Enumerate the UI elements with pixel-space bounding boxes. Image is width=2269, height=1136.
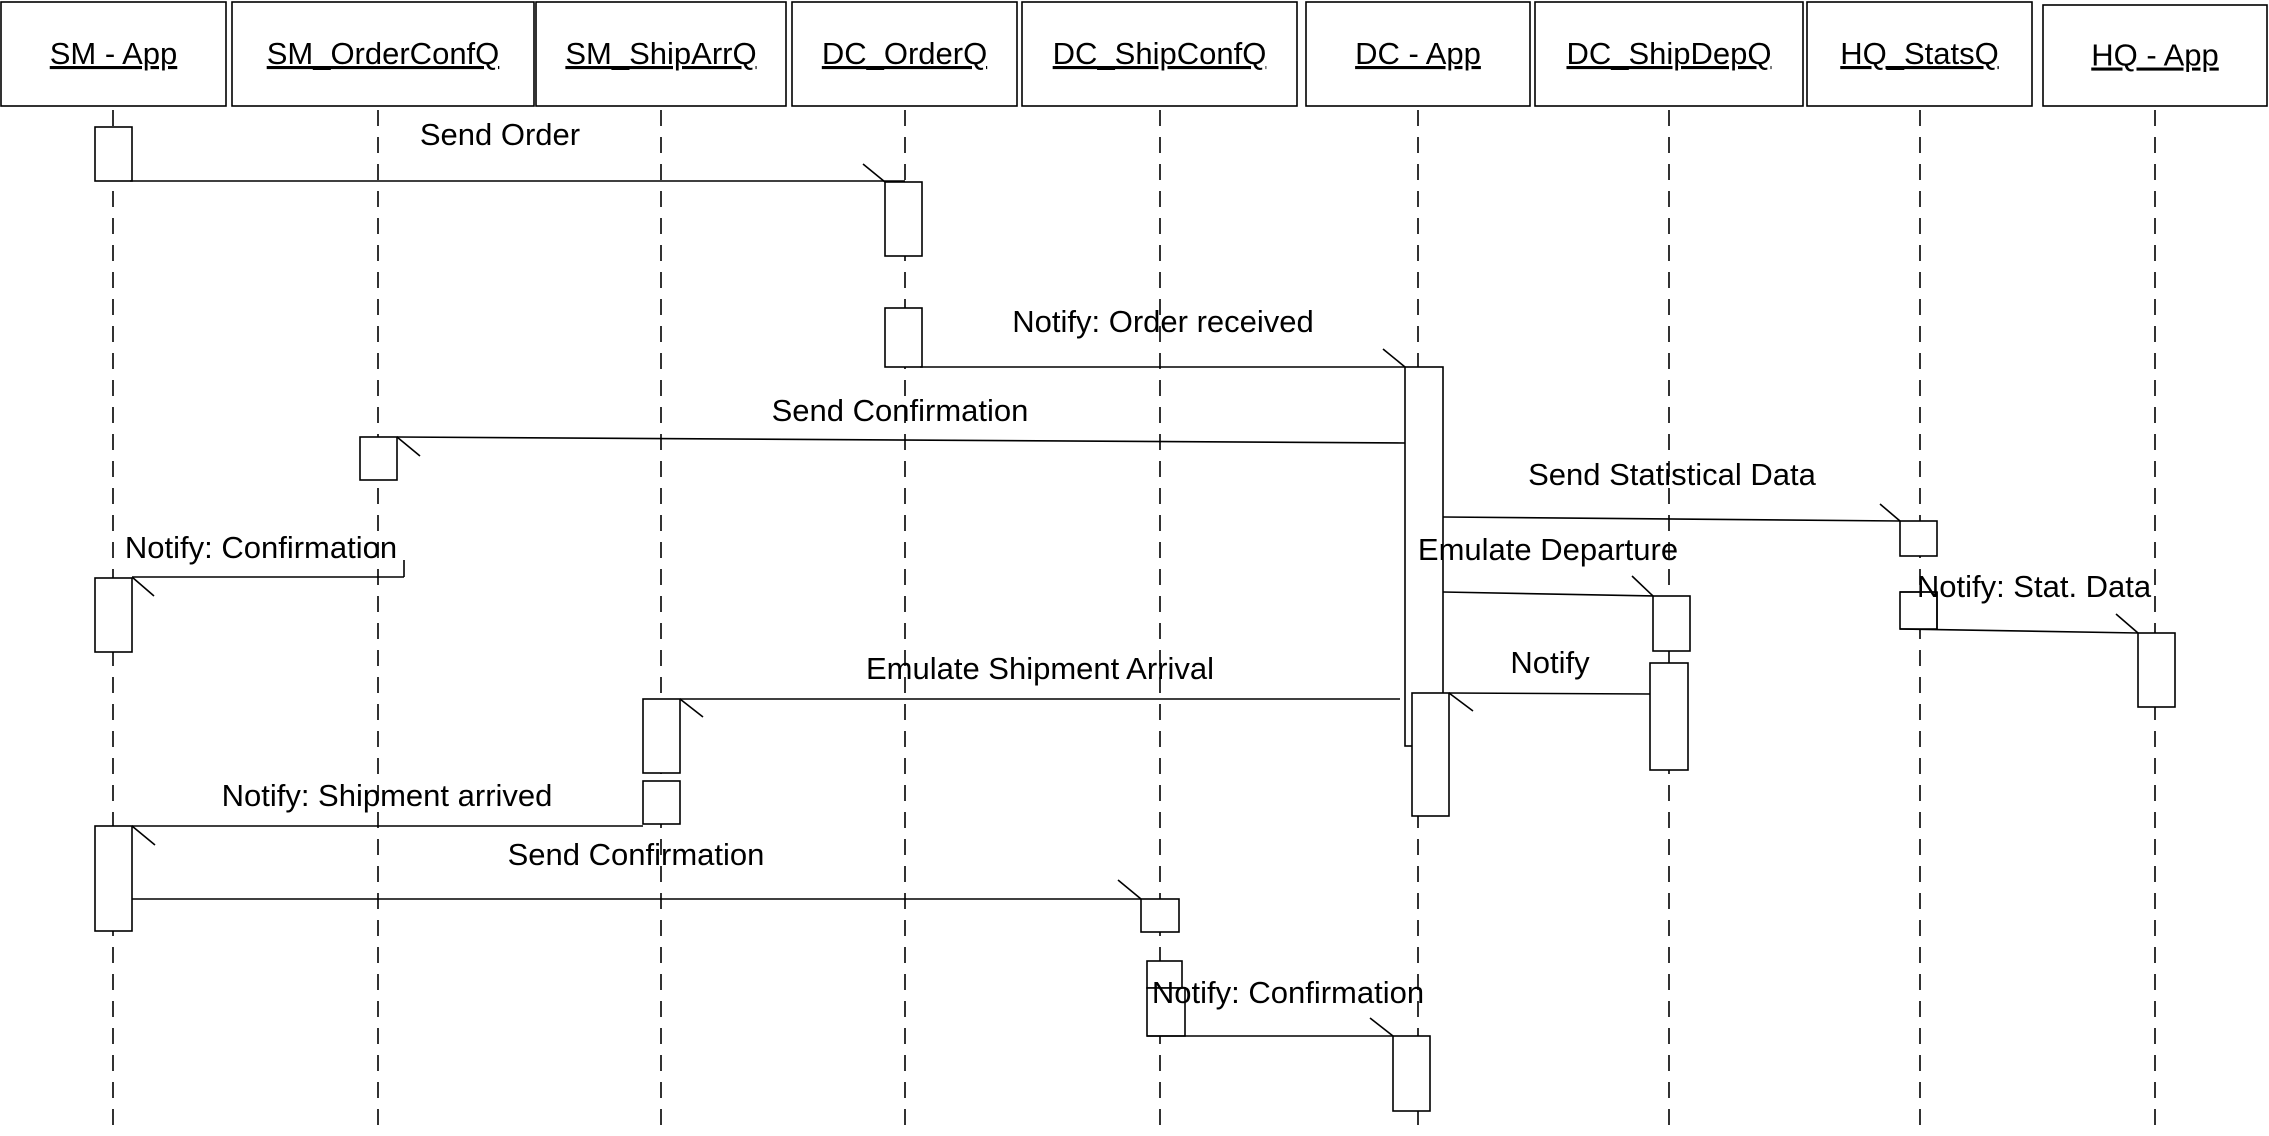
lifeline-head-label: HQ - App <box>2091 38 2219 73</box>
activation-box <box>884 307 923 368</box>
lifeline-head-dc_shipconfq: DC_ShipConfQ <box>1021 1 1298 107</box>
message-label: Send Order <box>420 117 580 152</box>
lifeline-head-box <box>1305 1 1531 107</box>
message-arrowhead <box>862 163 886 183</box>
lifeline-head-label: DC - App <box>1355 36 1481 71</box>
message-5: Notify: Confirmation <box>125 530 405 597</box>
lifeline-head-label: SM_OrderConfQ <box>267 36 500 71</box>
lifeline-head-sm_orderconfq: SM_OrderConfQ <box>231 1 535 107</box>
message-label: Send Confirmation <box>772 393 1029 428</box>
message-arrowhead <box>2115 613 2139 634</box>
activations-layer <box>94 126 2176 1112</box>
message-label: Notify: Confirmation <box>1152 975 1424 1010</box>
lifeline-head-dc_shipdepq: DC_ShipDepQ <box>1534 1 1804 107</box>
message-arrowhead <box>679 698 704 718</box>
message-line <box>1899 628 2139 634</box>
message-line <box>1442 591 1654 597</box>
lifeline-head-hq_app: HQ - App <box>2042 4 2268 107</box>
lifeline-head-sm_app: SM - App <box>0 1 227 107</box>
message-1: Send Order <box>130 117 905 183</box>
lifeline-heads-layer: SM - App SM_OrderConfQ SM_ShipArrQ DC_Order… <box>0 1 2268 107</box>
activation-box <box>1411 692 1450 817</box>
message-line <box>1448 692 1651 695</box>
message-4: Send Statistical Data <box>1442 457 1901 522</box>
lifeline-head-box <box>535 1 787 107</box>
activation-box <box>1392 1035 1431 1112</box>
message-line <box>1442 516 1901 522</box>
message-11: Send Confirmation <box>132 837 1142 900</box>
lifeline-head-box <box>2042 4 2268 107</box>
activation-box <box>94 126 133 182</box>
message-label: Notify <box>1510 645 1590 680</box>
activation-box <box>94 825 133 932</box>
message-arrowhead <box>1448 692 1474 712</box>
message-9: Notify <box>1448 645 1651 712</box>
message-arrowhead <box>1631 575 1654 597</box>
message-2: Notify: Order received <box>920 304 1406 368</box>
activation-box <box>94 577 133 653</box>
activation-box <box>1899 520 1938 557</box>
lifeline-head-box <box>231 1 535 107</box>
message-arrowhead <box>396 436 421 457</box>
message-label: Emulate Shipment Arrival <box>866 651 1214 686</box>
lifelines-layer <box>112 110 2156 1134</box>
message-line <box>396 436 1406 444</box>
lifeline-head-dc_orderq: DC_OrderQ <box>791 1 1018 107</box>
lifeline-head-box <box>791 1 1018 107</box>
message-12: Notify: Confirmation <box>1147 975 1424 1037</box>
lifeline-head-label: DC_OrderQ <box>822 36 987 71</box>
lifeline-head-label: DC_ShipConfQ <box>1053 36 1267 71</box>
lifeline-head-box <box>1021 1 1298 107</box>
lifeline-head-box <box>1806 1 2033 107</box>
activation-box <box>359 436 398 481</box>
lifeline-head-sm_shiparrq: SM_ShipArrQ <box>535 1 787 107</box>
activation-box <box>1140 898 1180 933</box>
lifeline-head-hq_statsq: HQ_StatsQ <box>1806 1 2033 107</box>
lifeline-head-box <box>1534 1 1804 107</box>
message-label: Send Confirmation <box>508 837 765 872</box>
activation-box <box>1404 366 1444 747</box>
message-8: Emulate Shipment Arrival <box>679 651 1400 718</box>
lifeline-head-box <box>0 1 227 107</box>
lifeline-head-dc_app: DC - App <box>1305 1 1531 107</box>
message-arrowhead <box>131 576 155 597</box>
message-6: Emulate Departure <box>1418 532 1678 597</box>
message-7: Notify: Stat. Data <box>1899 569 2152 634</box>
activation-box <box>2137 632 2176 708</box>
activation-box <box>1649 662 1689 771</box>
lifeline-head-label: HQ_StatsQ <box>1840 36 1999 71</box>
message-10: Notify: Shipment arrived <box>131 778 643 846</box>
message-arrowhead <box>1879 503 1901 522</box>
message-arrowhead <box>131 825 156 846</box>
message-3: Send Confirmation <box>396 393 1406 457</box>
message-arrowhead <box>1117 879 1142 900</box>
activation-box <box>884 181 923 257</box>
message-label: Notify: Shipment arrived <box>222 778 553 813</box>
lifeline-head-label: DC_ShipDepQ <box>1566 36 1771 71</box>
message-arrowhead <box>1369 1017 1394 1037</box>
activation-box <box>1652 595 1691 652</box>
activation-box <box>642 780 681 825</box>
message-label: Notify: Stat. Data <box>1917 569 2152 604</box>
message-label: Notify: Confirmation <box>125 530 397 565</box>
message-label: Emulate Departure <box>1418 532 1678 567</box>
message-arrowhead <box>1382 348 1406 368</box>
message-label: Notify: Order received <box>1012 304 1314 339</box>
activation-box <box>642 698 681 774</box>
lifeline-head-label: SM_ShipArrQ <box>565 36 756 71</box>
lifeline-head-label: SM - App <box>50 36 178 71</box>
activation-box <box>1146 960 1183 989</box>
message-label: Send Statistical Data <box>1528 457 1817 492</box>
